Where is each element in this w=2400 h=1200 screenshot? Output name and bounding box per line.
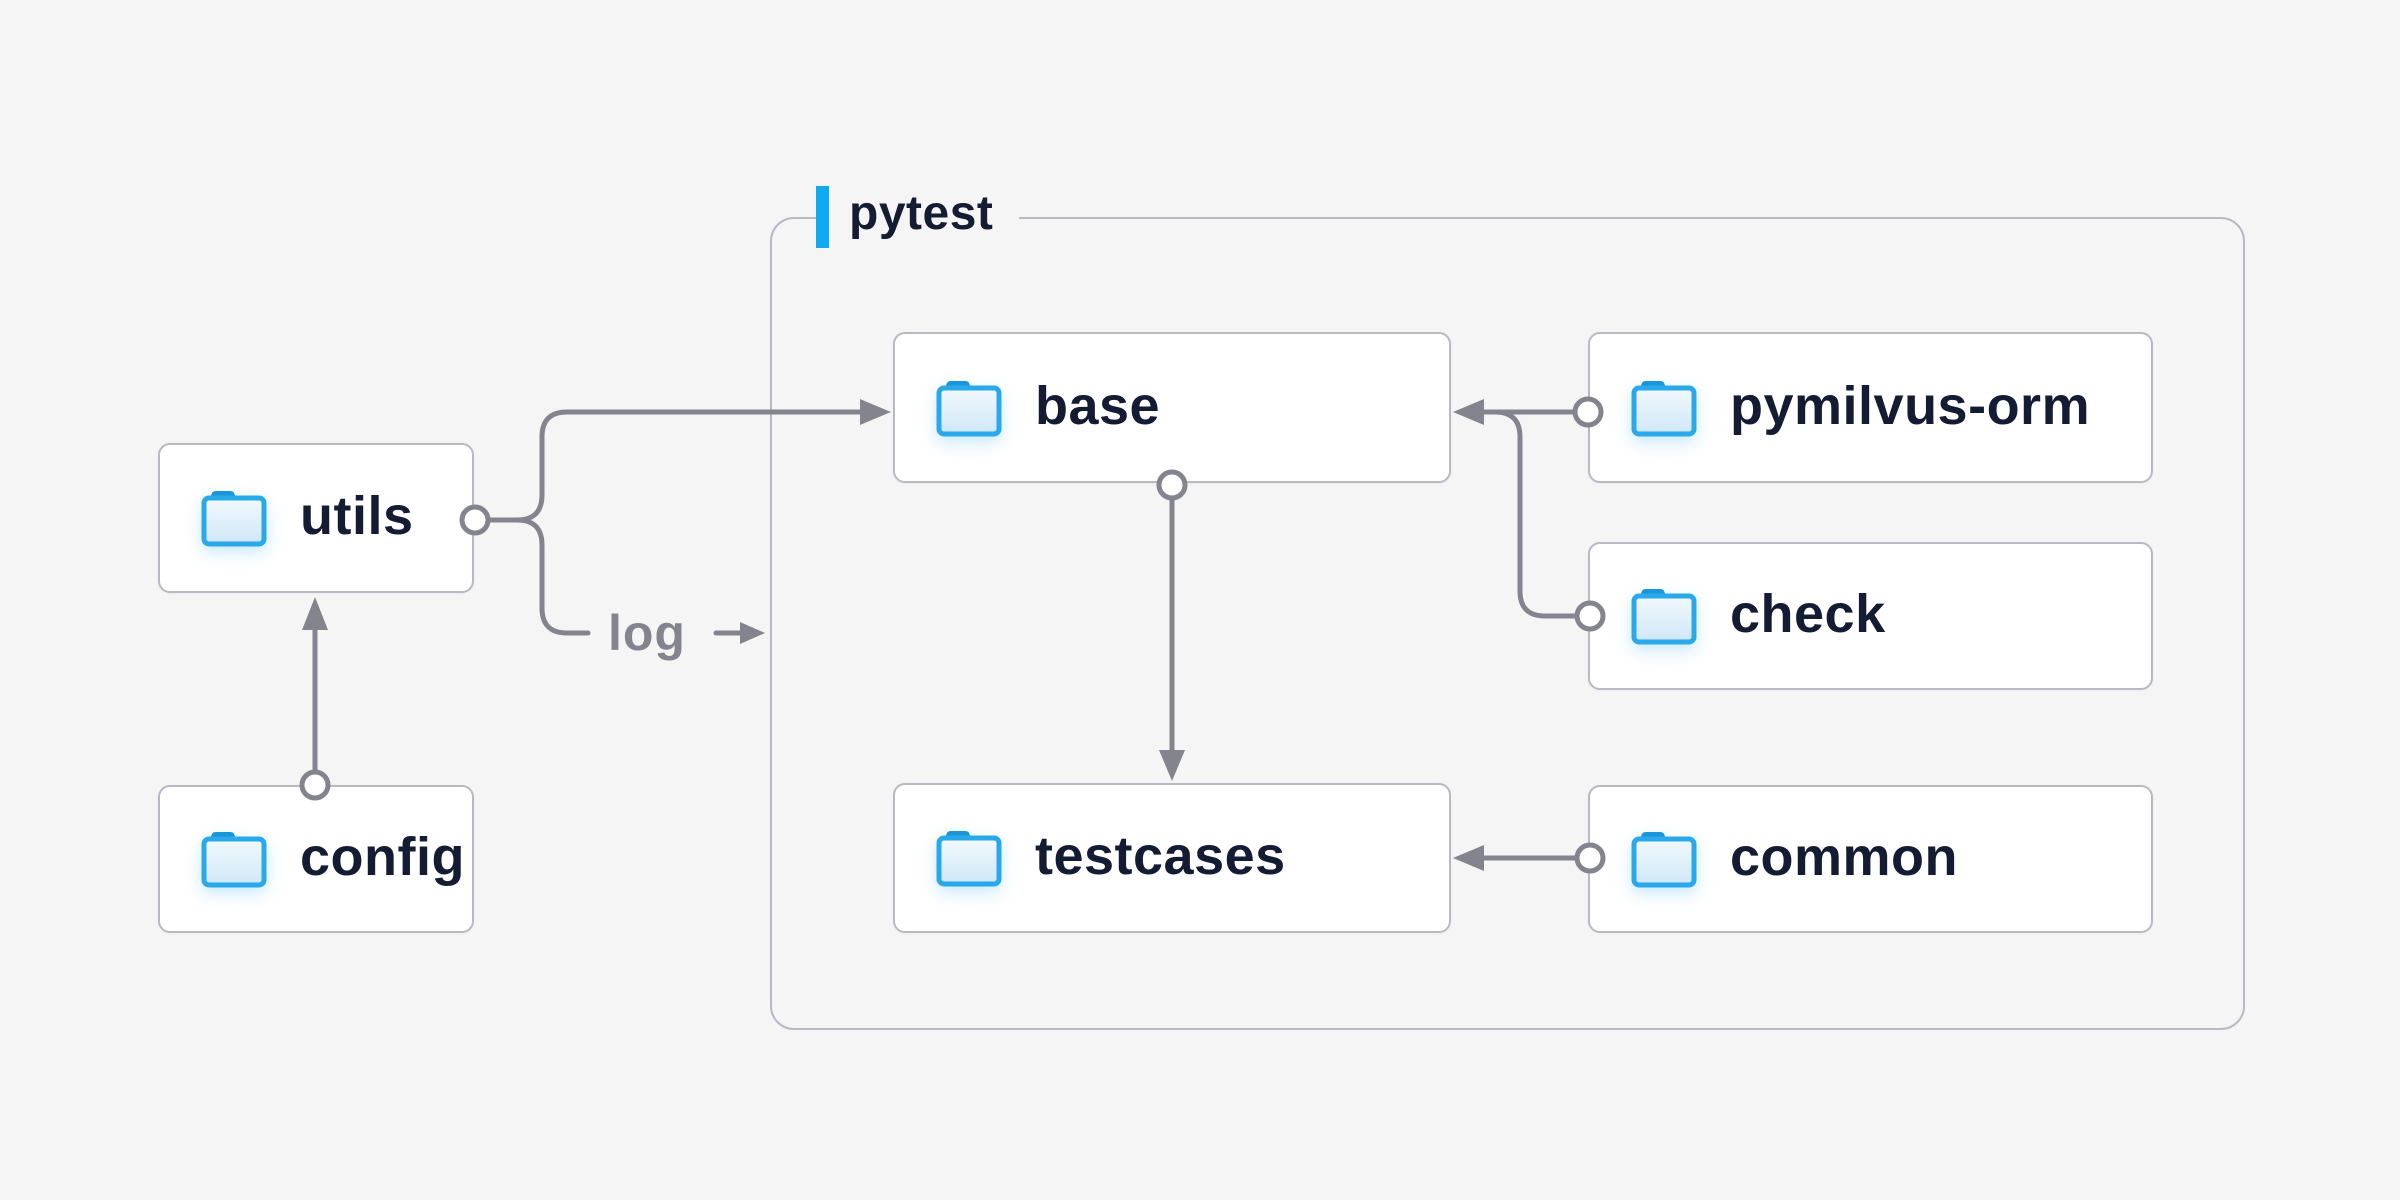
- node-label: utils: [300, 486, 414, 546]
- node-label: check: [1730, 584, 1886, 644]
- folder-icon: [1631, 589, 1697, 645]
- node-label: common: [1730, 827, 1959, 887]
- log-edge-label: log: [608, 605, 686, 661]
- node-label: testcases: [1035, 826, 1286, 886]
- folder-node-check: check: [1588, 542, 2153, 690]
- pytest-group-container: pytest: [770, 183, 2245, 1030]
- group-title-text: pytest: [849, 187, 994, 240]
- folder-icon: [936, 831, 1002, 887]
- folder-node-pymilvus-orm: pymilvus-orm: [1588, 332, 2153, 483]
- folder-icon: [936, 380, 1002, 436]
- folder-node-utils: utils: [158, 443, 474, 593]
- folder-icon: [201, 491, 267, 547]
- edge-utils-log: log: [459, 504, 765, 661]
- folder-icon: [1631, 380, 1697, 436]
- folder-icon: [1631, 832, 1697, 888]
- node-label: pymilvus-orm: [1730, 375, 2091, 436]
- edge-config-utils: [299, 597, 331, 801]
- node-label: config: [300, 827, 465, 887]
- folder-node-testcases: testcases: [893, 783, 1451, 933]
- folder-node-base: base: [893, 332, 1451, 483]
- blue-accent-bar: [816, 186, 829, 248]
- folder-node-common: common: [1588, 785, 2153, 933]
- node-label: base: [1035, 375, 1161, 436]
- folder-node-config: config: [158, 785, 474, 933]
- pytest-group-label: pytest: [816, 183, 1020, 251]
- folder-icon: [201, 832, 267, 888]
